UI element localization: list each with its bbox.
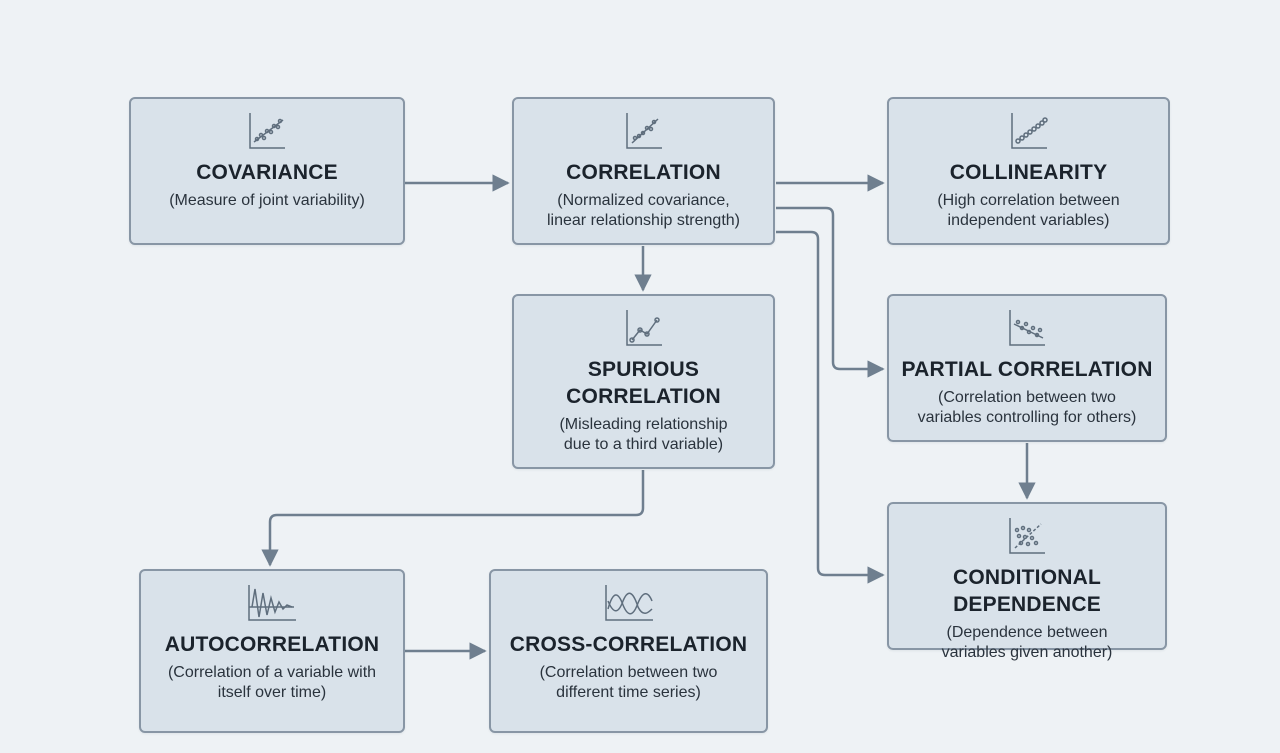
edge-correlation-conditional [776, 230, 885, 584]
desc-line: (Correlation of a variable with [167, 664, 377, 681]
desc-line: variables given another) [941, 644, 1113, 661]
node-description: (Correlation between two different time … [530, 663, 728, 703]
desc-line: variables controlling for others) [917, 409, 1137, 426]
desc-line: (Correlation between two [938, 389, 1116, 406]
desc-line: (Correlation between two [539, 664, 718, 681]
two-waves-icon [603, 583, 655, 623]
node-cross-correlation[interactable]: CROSS-CORRELATION (Correlation between t… [489, 569, 768, 733]
desc-line: independent variables) [947, 212, 1110, 229]
collinear-points-icon [1009, 111, 1049, 151]
node-partial-correlation[interactable]: PARTIAL CORRELATION (Correlation between… [887, 294, 1167, 442]
node-title: AUTOCORRELATION [164, 633, 380, 656]
desc-line: different time series) [556, 684, 701, 701]
desc-line: (High correlation between [937, 192, 1120, 209]
scatter-grid-icon [1007, 516, 1047, 556]
desc-line: due to a third variable) [563, 436, 724, 453]
node-conditional-dependence[interactable]: CONDITIONAL DEPENDENCE (Dependence betwe… [887, 502, 1167, 661]
desc-line: (Measure of joint variability) [169, 192, 365, 209]
node-title: COLLINEARITY [949, 161, 1108, 184]
title-line: DEPENDENCE [953, 593, 1101, 616]
line-chart-icon [624, 308, 664, 348]
node-description: (Dependence between variables given anot… [932, 623, 1123, 663]
desc-line: (Misleading relationship [559, 416, 728, 433]
desc-line: (Normalized covariance, [557, 192, 730, 209]
node-title: CONDITIONAL DEPENDENCE [953, 564, 1101, 618]
node-description: (Normalized covariance, linear relations… [537, 191, 750, 231]
node-description: (Measure of joint variability) [159, 191, 375, 211]
desc-line: itself over time) [217, 684, 327, 701]
node-title: PARTIAL CORRELATION [901, 358, 1153, 381]
node-autocorrelation[interactable]: AUTOCORRELATION (Correlation of a variab… [139, 569, 405, 733]
scatter-trend-icon [247, 111, 287, 151]
node-spurious-correlation[interactable]: SPURIOUS CORRELATION (Misleading relatio… [512, 294, 775, 469]
node-title: CORRELATION [566, 161, 721, 184]
node-title: COVARIANCE [196, 161, 338, 184]
title-line: CORRELATION [566, 385, 721, 408]
edge-correlation-partial [776, 206, 885, 378]
title-line: SPURIOUS [587, 358, 700, 381]
scatter-line-icon [1007, 308, 1047, 348]
desc-line: linear relationship strength) [547, 212, 740, 229]
node-collinearity[interactable]: COLLINEARITY (High correlation between i… [887, 97, 1170, 245]
node-description: (Correlation of a variable with itself o… [158, 663, 386, 703]
node-description: (High correlation between independent va… [927, 191, 1129, 231]
node-description: (Correlation between two variables contr… [908, 388, 1147, 428]
node-title: SPURIOUS CORRELATION [566, 356, 721, 410]
edge-spurious-autocorrelation [261, 470, 645, 567]
scatter-trend-icon [624, 111, 664, 151]
node-title: CROSS-CORRELATION [509, 633, 748, 656]
node-correlation[interactable]: CORRELATION (Normalized covariance, line… [512, 97, 775, 245]
node-description: (Misleading relationship due to a third … [549, 415, 737, 455]
damped-wave-icon [246, 583, 298, 623]
title-line: CONDITIONAL [952, 566, 1102, 589]
desc-line: (Dependence between [946, 624, 1108, 641]
node-covariance[interactable]: COVARIANCE (Measure of joint variability… [129, 97, 405, 245]
